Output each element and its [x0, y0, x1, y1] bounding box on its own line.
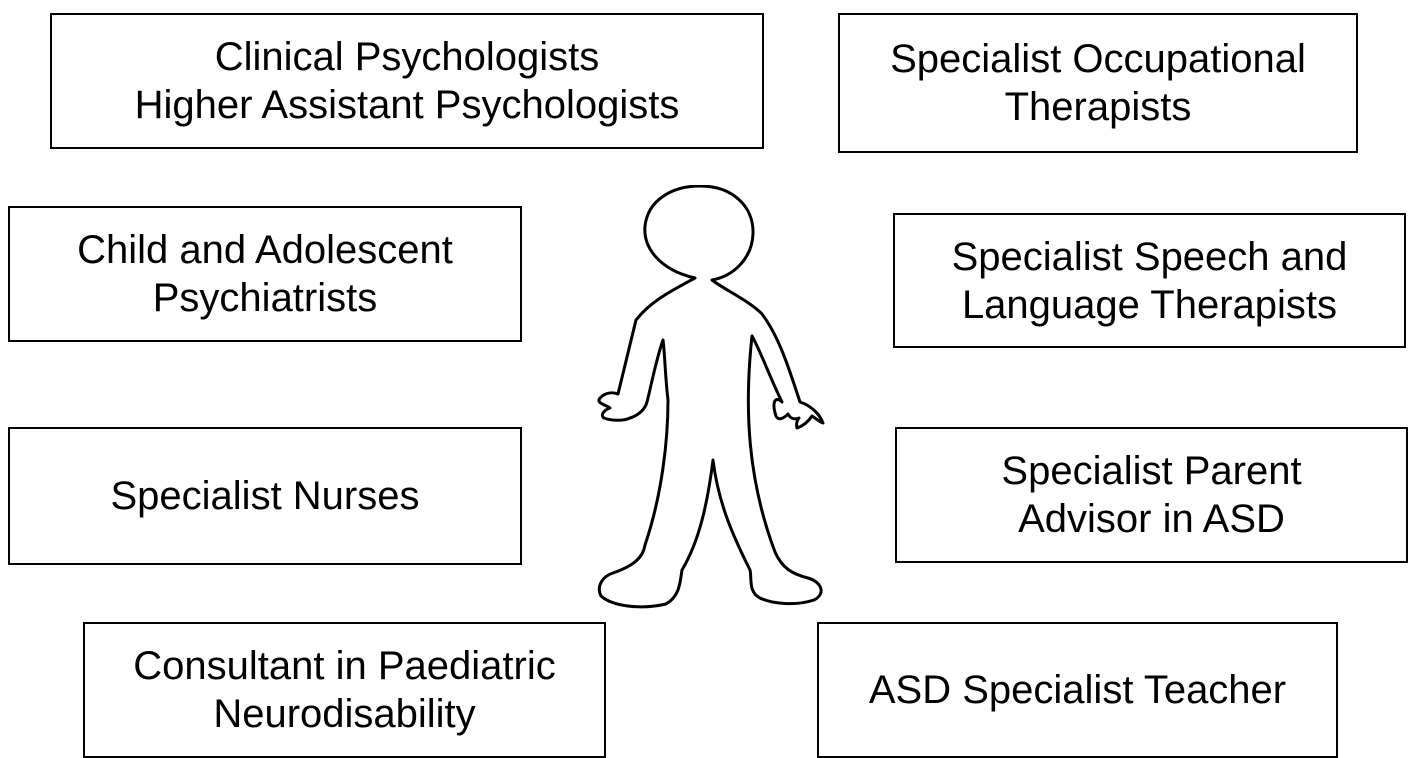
- box-psychiatrists-line-2: Psychiatrists: [152, 276, 378, 320]
- box-teacher-line-1: ASD Specialist Teacher: [868, 668, 1287, 712]
- box-clinical-psychologists: Clinical Psychologists Higher Assistant …: [50, 13, 764, 149]
- box-asd-specialist-teacher: ASD Specialist Teacher: [817, 622, 1338, 758]
- box-parent-advisor: Specialist Parent Advisor in ASD: [895, 427, 1408, 563]
- box-consultant-line-2: Neurodisability: [213, 692, 476, 736]
- box-child-adolescent-psychiatrists: Child and Adolescent Psychiatrists: [8, 206, 522, 342]
- child-outline-path: [597, 185, 825, 609]
- child-outline-icon: [597, 185, 825, 609]
- box-speech-line-2: Language Therapists: [961, 282, 1338, 327]
- box-occupational-therapists: Specialist Occupational Therapists: [838, 13, 1358, 153]
- box-clinical-line-2: Higher Assistant Psychologists: [134, 83, 680, 127]
- box-speech-line-1: Specialist Speech and: [951, 234, 1348, 279]
- box-parent-line-1: Specialist Parent: [1001, 449, 1302, 493]
- box-consultant-neurodisability: Consultant in Paediatric Neurodisability: [83, 622, 606, 758]
- box-nurses-line-1: Specialist Nurses: [110, 474, 420, 518]
- box-specialist-nurses: Specialist Nurses: [8, 427, 522, 565]
- box-clinical-line-1: Clinical Psychologists: [214, 35, 600, 79]
- box-occupational-line-2: Therapists: [1004, 85, 1192, 129]
- box-consultant-line-1: Consultant in Paediatric: [133, 644, 556, 688]
- box-occupational-line-1: Specialist Occupational: [890, 37, 1306, 81]
- box-parent-line-2: Advisor in ASD: [1018, 497, 1285, 541]
- box-speech-language-therapists: Specialist Speech and Language Therapist…: [893, 213, 1406, 348]
- box-psychiatrists-line-1: Child and Adolescent: [77, 228, 453, 272]
